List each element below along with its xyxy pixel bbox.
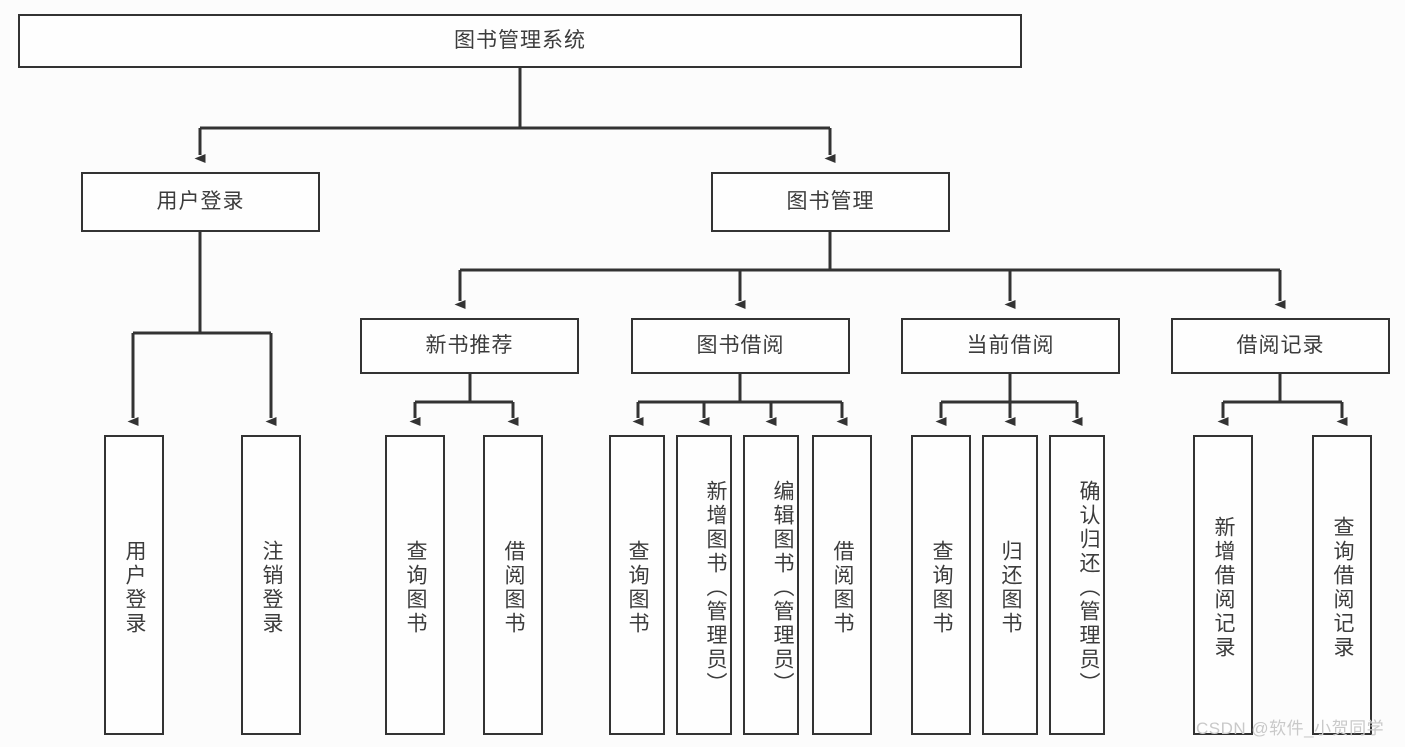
leaf-user-login[interactable]: 用户登录	[104, 435, 164, 735]
leaf-borrow-book-recommend[interactable]: 借阅图书	[483, 435, 543, 735]
leaf-borrow-book-borrow[interactable]: 借阅图书	[812, 435, 872, 735]
node-new-book-recommend[interactable]: 新书推荐	[360, 318, 579, 374]
node-user-login[interactable]: 用户登录	[81, 172, 320, 232]
csdn-watermark: CSDN @软件_小贺同学	[1196, 719, 1385, 738]
leaf-query-book-current[interactable]: 查询图书	[911, 435, 971, 735]
node-label: 新书推荐	[425, 334, 514, 358]
node-label: 当前借阅	[966, 334, 1055, 358]
node-label: 图书管理	[786, 190, 875, 214]
node-label: 用户登录	[156, 190, 245, 214]
leaf-logout-login[interactable]: 注销登录	[241, 435, 301, 735]
leaf-query-book-recommend[interactable]: 查询图书	[385, 435, 445, 735]
node-label: 图书管理系统	[454, 29, 586, 53]
leaf-add-borrow-record[interactable]: 新增借阅记录	[1193, 435, 1253, 735]
node-label: 借阅记录	[1236, 334, 1325, 358]
node-label: 图书借阅	[696, 334, 785, 358]
node-book-manage[interactable]: 图书管理	[711, 172, 950, 232]
leaf-add-book-admin[interactable]: 新增图书（管理员）	[676, 435, 732, 735]
node-root-system[interactable]: 图书管理系统	[18, 14, 1022, 68]
node-book-borrow[interactable]: 图书借阅	[631, 318, 850, 374]
leaf-query-book-borrow[interactable]: 查询图书	[609, 435, 665, 735]
leaf-return-book[interactable]: 归还图书	[982, 435, 1038, 735]
node-borrow-record[interactable]: 借阅记录	[1171, 318, 1390, 374]
leaf-edit-book-admin[interactable]: 编辑图书（管理员）	[743, 435, 799, 735]
leaf-query-borrow-record[interactable]: 查询借阅记录	[1312, 435, 1372, 735]
leaf-confirm-return-admin[interactable]: 确认归还（管理员）	[1049, 435, 1105, 735]
node-current-borrow[interactable]: 当前借阅	[901, 318, 1120, 374]
